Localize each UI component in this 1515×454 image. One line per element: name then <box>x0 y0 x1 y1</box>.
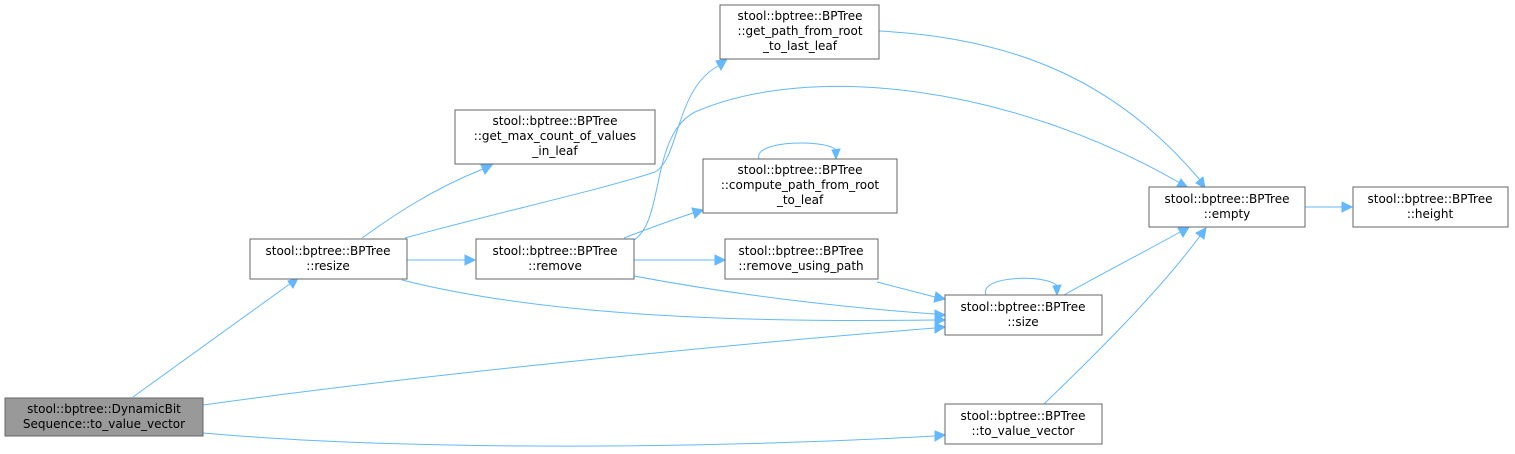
arrowhead <box>1195 227 1207 240</box>
arrowhead <box>934 430 947 442</box>
node-box <box>1352 186 1509 228</box>
node-label-line2: ::get_max_count_of_values <box>474 129 636 143</box>
arrowhead <box>464 254 477 266</box>
edge-remove-to-compute-path <box>623 212 694 239</box>
edge-remove-to-empty <box>633 85 1181 241</box>
node-box <box>944 403 1103 445</box>
node-label-line2: ::remove_using_path <box>738 259 863 273</box>
node-label-line1: stool::bptree::BPTree <box>266 244 391 258</box>
node-label-line1: stool::bptree::BPTree <box>738 9 863 23</box>
arrowhead <box>691 207 705 219</box>
node-box <box>4 397 204 437</box>
arrowhead <box>714 254 727 266</box>
arrowhead <box>1052 284 1062 297</box>
node-remove-using-path[interactable]: stool::bptree::BPTree ::remove_using_pat… <box>724 238 879 280</box>
edge-compute-path-self-loop <box>758 142 838 160</box>
node-label-line1: stool::bptree::BPTree <box>961 300 1086 314</box>
arrowhead <box>715 58 728 72</box>
edge-size-to-empty <box>1063 231 1181 296</box>
node-get-max-count[interactable]: stool::bptree::BPTree ::get_max_count_of… <box>454 109 656 165</box>
node-label-line1: stool::bptree::BPTree <box>739 244 864 258</box>
node-label-line2: ::height <box>1407 207 1454 221</box>
edge-get-path-last-leaf-to-empty <box>878 30 1201 181</box>
node-box <box>724 238 879 280</box>
node-label-line1: stool::bptree::BPTree <box>961 409 1086 423</box>
node-to-value-vector[interactable]: stool::bptree::BPTree ::to_value_vector <box>944 403 1103 445</box>
node-box <box>702 158 898 214</box>
arrowhead <box>831 148 841 161</box>
node-label-line1: stool::bptree::BPTree <box>738 163 863 177</box>
node-resize[interactable]: stool::bptree::BPTree ::resize <box>249 238 408 280</box>
node-label-line2: ::remove <box>528 259 582 273</box>
node-label-line1: stool::bptree::DynamicBit <box>27 402 181 416</box>
node-box <box>944 294 1103 336</box>
node-compute-path[interactable]: stool::bptree::BPTree ::compute_path_fro… <box>702 158 898 214</box>
arrowhead <box>934 309 947 321</box>
node-label-line2: Sequence::to_value_vector <box>23 417 185 431</box>
node-height[interactable]: stool::bptree::BPTree ::height <box>1352 186 1509 228</box>
arrowhead <box>933 291 947 303</box>
edge-remove-using-path-to-size <box>876 281 936 298</box>
arrowhead <box>480 164 494 175</box>
node-size[interactable]: stool::bptree::BPTree ::size <box>944 294 1103 336</box>
edge-resize-to-size <box>401 279 936 322</box>
edge-remove-to-size <box>633 275 936 315</box>
arrowhead <box>934 322 947 334</box>
node-empty[interactable]: stool::bptree::BPTree ::empty <box>1148 186 1306 228</box>
edges <box>132 30 1354 447</box>
node-label-line2: ::resize <box>306 259 349 273</box>
node-label-line3: _to_last_leaf <box>762 39 838 53</box>
edge-resize-to-get-max-count <box>361 168 484 239</box>
node-box <box>249 238 408 280</box>
node-label-line3: _in_leaf <box>531 144 578 158</box>
node-label-line1: stool::bptree::BPTree <box>1368 192 1493 206</box>
node-label-line2: ::get_path_from_root <box>737 24 862 38</box>
edge-to-value-vector-to-empty <box>1043 235 1201 405</box>
node-label-line3: _to_leaf <box>776 193 824 207</box>
node-label-line1: stool::bptree::BPTree <box>493 244 618 258</box>
edge-size-self-loop <box>985 277 1059 296</box>
node-box <box>1148 186 1306 228</box>
node-box <box>454 109 656 165</box>
node-get-path-last-leaf[interactable]: stool::bptree::BPTree ::get_path_from_ro… <box>719 4 880 60</box>
arrowhead <box>1341 201 1354 213</box>
edge-root-to-size <box>202 327 936 406</box>
node-label-line1: stool::bptree::BPTree <box>1165 192 1290 206</box>
node-label-line2: ::size <box>1007 315 1038 329</box>
node-label-line2: ::compute_path_from_root <box>721 178 880 192</box>
node-label-line2: ::to_value_vector <box>972 424 1075 438</box>
node-box <box>475 238 635 280</box>
node-root[interactable]: stool::bptree::DynamicBit Sequence::to_v… <box>4 397 204 437</box>
node-label-line2: ::empty <box>1204 207 1251 221</box>
node-box <box>719 4 880 60</box>
edge-resize-to-get-path-last-leaf <box>404 65 719 239</box>
arrowhead <box>1195 176 1206 189</box>
edge-root-to-to-value-vector <box>202 432 936 447</box>
node-label-line1: stool::bptree::BPTree <box>493 114 618 128</box>
node-remove[interactable]: stool::bptree::BPTree ::remove <box>475 238 635 280</box>
edge-root-to-resize <box>132 282 292 398</box>
